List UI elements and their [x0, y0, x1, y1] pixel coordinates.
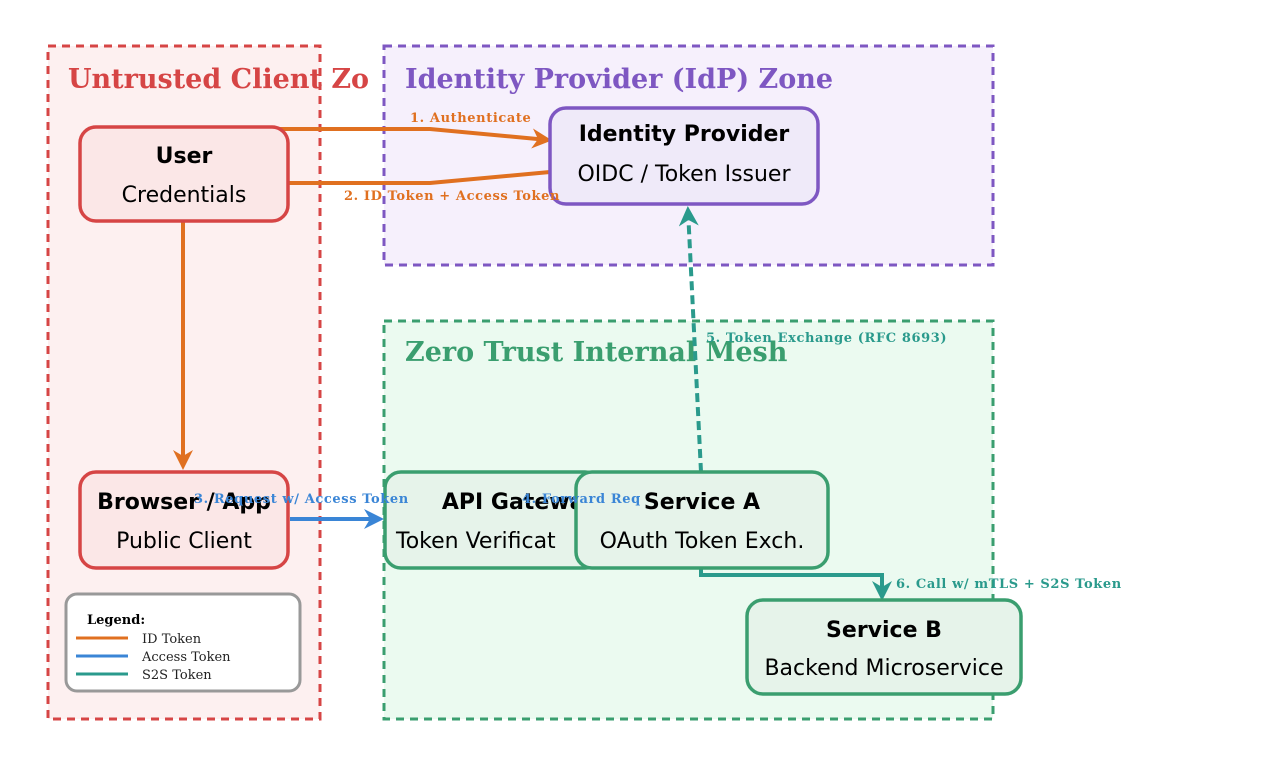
- edge-label-call: 6. Call w/ mTLS + S2S Token: [896, 577, 1122, 592]
- node-api-gateway: API Gateway Token Verificat: [383, 470, 603, 570]
- legend-item-id-token: ID Token: [142, 632, 202, 647]
- edge-label-authenticate: 1. Authenticate: [410, 111, 531, 126]
- edge-label-forward: 4. Forward Req: [522, 492, 641, 507]
- edge-call-service-b: [699, 566, 892, 601]
- node-service-a-subtitle: OAuth Token Exch.: [600, 529, 805, 554]
- zone-title-untrusted: Untrusted Client Zo: [68, 64, 369, 95]
- legend-item-s2s-token: S2S Token: [142, 668, 212, 683]
- zone-title-mesh: Zero Trust Internal Mesh: [405, 337, 788, 368]
- node-service-a: Service A OAuth Token Exch.: [574, 470, 830, 570]
- node-user: User Credentials: [78, 125, 290, 223]
- node-browser-title: Browser / App: [97, 490, 271, 515]
- node-idp-title: Identity Provider: [579, 122, 790, 147]
- node-gateway-subtitle: Token Verificat: [395, 529, 556, 554]
- node-idp-subtitle: OIDC / Token Issuer: [577, 162, 791, 187]
- node-browser-app: Browser / App Public Client: [78, 470, 290, 570]
- node-gateway-title: API Gateway: [442, 490, 598, 515]
- legend: Legend: ID Token Access Token S2S Token: [64, 592, 302, 693]
- node-identity-provider: Identity Provider OIDC / Token Issuer: [548, 106, 820, 206]
- node-service-a-title: Service A: [644, 490, 760, 515]
- node-user-title: User: [156, 144, 213, 169]
- zone-title-idp: Identity Provider (IdP) Zone: [405, 64, 833, 95]
- edge-label-tokens: 2. ID Token + Access Token: [344, 189, 560, 204]
- legend-item-access-token: Access Token: [141, 650, 231, 665]
- edge-label-request: 3. Request w/ Access Token: [194, 492, 409, 507]
- edge-token-exchange: [678, 206, 703, 473]
- edge-id-access-token: [173, 170, 551, 470]
- legend-title: Legend:: [87, 613, 145, 628]
- node-user-subtitle: Credentials: [122, 183, 247, 208]
- edge-label-exchange: 5. Token Exchange (RFC 8693): [706, 331, 947, 346]
- node-browser-subtitle: Public Client: [116, 529, 252, 554]
- node-service-b: Service B Backend Microservice: [745, 598, 1023, 696]
- node-service-b-subtitle: Backend Microservice: [764, 656, 1003, 681]
- node-service-b-title: Service B: [826, 618, 942, 643]
